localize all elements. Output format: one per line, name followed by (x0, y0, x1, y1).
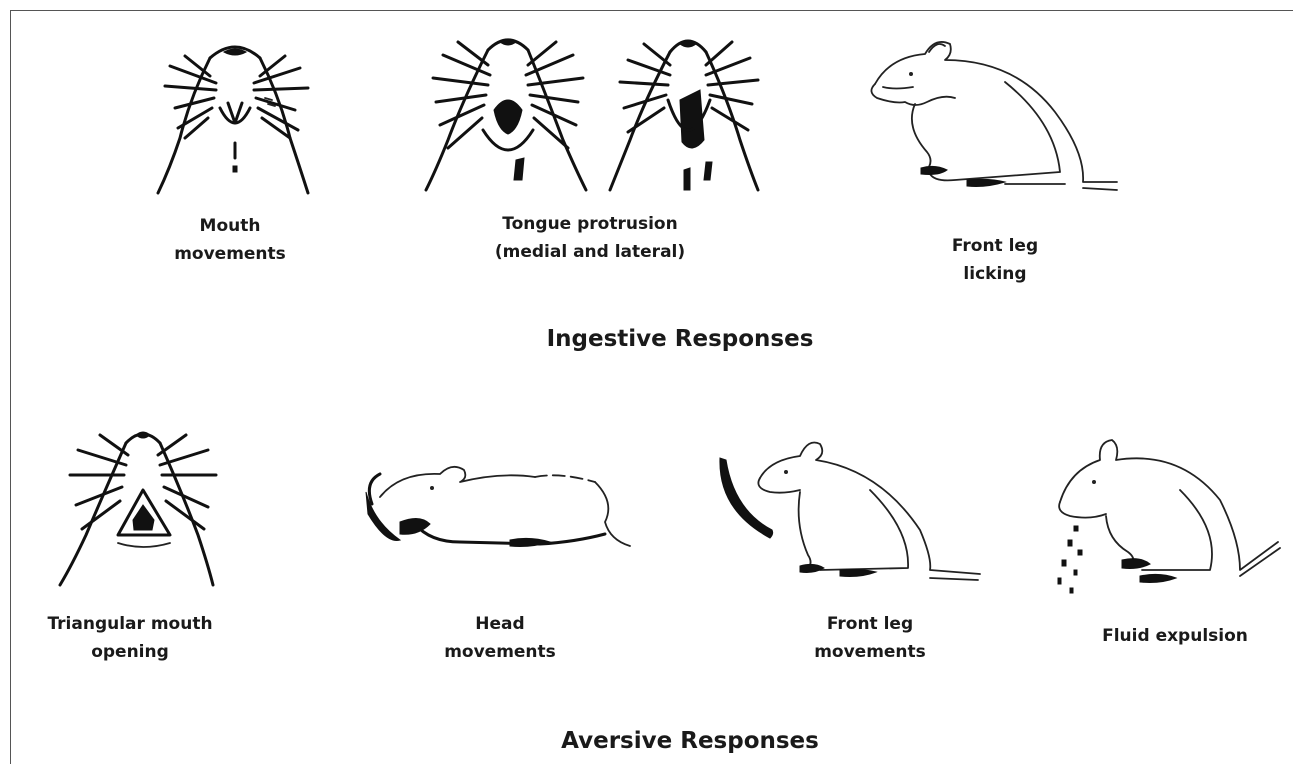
label-front-leg-licking: Front leg licking (905, 232, 1085, 288)
front-leg-movements-illustration (710, 430, 990, 590)
label-tongue-protrusion: Tongue protrusion (medial and lateral) (460, 210, 720, 266)
label-fluid-expulsion: Fluid expulsion (1070, 622, 1280, 650)
mouth-movements-illustration (150, 38, 320, 198)
head-movements-illustration (360, 452, 640, 562)
section-title-aversive: Aversive Responses (470, 728, 910, 754)
label-head-movements: Head movements (410, 610, 590, 666)
section-title-ingestive: Ingestive Responses (460, 326, 900, 352)
label-front-leg-movements: Front leg movements (780, 610, 960, 666)
label-triangular-mouth-opening: Triangular mouth opening (20, 610, 240, 666)
fluid-expulsion-illustration (1050, 430, 1285, 600)
label-mouth-movements: Mouth movements (140, 212, 320, 268)
tongue-protrusion-medial-illustration (418, 30, 598, 200)
front-leg-licking-illustration (855, 32, 1125, 212)
triangular-mouth-opening-illustration (48, 425, 228, 595)
tongue-protrusion-lateral-illustration (600, 30, 770, 200)
